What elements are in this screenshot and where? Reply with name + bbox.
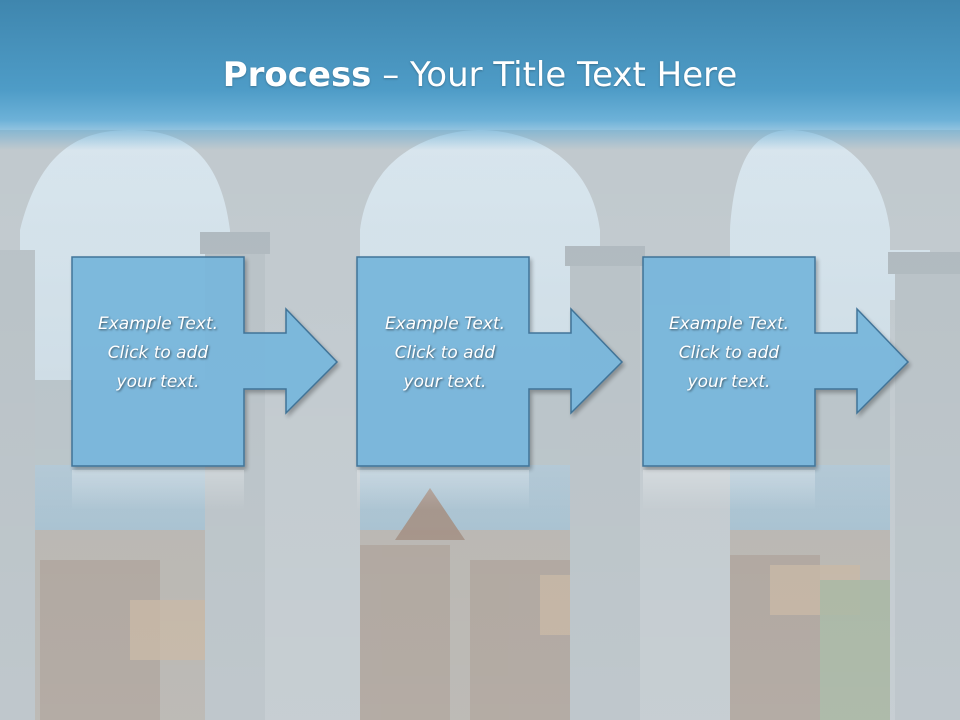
- process-step-2-reflection: [357, 470, 529, 510]
- process-step-1-shape: [71, 256, 339, 467]
- process-step-3-reflection: [643, 470, 815, 510]
- title-band: [0, 0, 960, 150]
- process-step-2-shape: [356, 256, 624, 467]
- step-line: your text.: [403, 372, 487, 392]
- process-step-3-text[interactable]: Example Text. Click to add your text.: [643, 310, 815, 397]
- process-step-3-shape: [642, 256, 910, 467]
- step-line: Click to add: [394, 343, 496, 363]
- process-step-2-text[interactable]: Example Text. Click to add your text.: [359, 310, 531, 397]
- step-line: Click to add: [107, 343, 209, 363]
- step-line: Example Text.: [668, 314, 790, 334]
- step-line: Click to add: [678, 343, 780, 363]
- slide-title[interactable]: Process – Your Title Text Here: [0, 52, 960, 98]
- step-line: your text.: [116, 372, 200, 392]
- title-bold: Process: [222, 55, 372, 95]
- step-line: Example Text.: [384, 314, 506, 334]
- process-step-1-text[interactable]: Example Text. Click to add your text.: [72, 310, 244, 397]
- title-rest: – Your Title Text Here: [371, 55, 738, 95]
- step-line: your text.: [687, 372, 771, 392]
- process-step-1-reflection: [72, 470, 244, 510]
- step-line: Example Text.: [97, 314, 219, 334]
